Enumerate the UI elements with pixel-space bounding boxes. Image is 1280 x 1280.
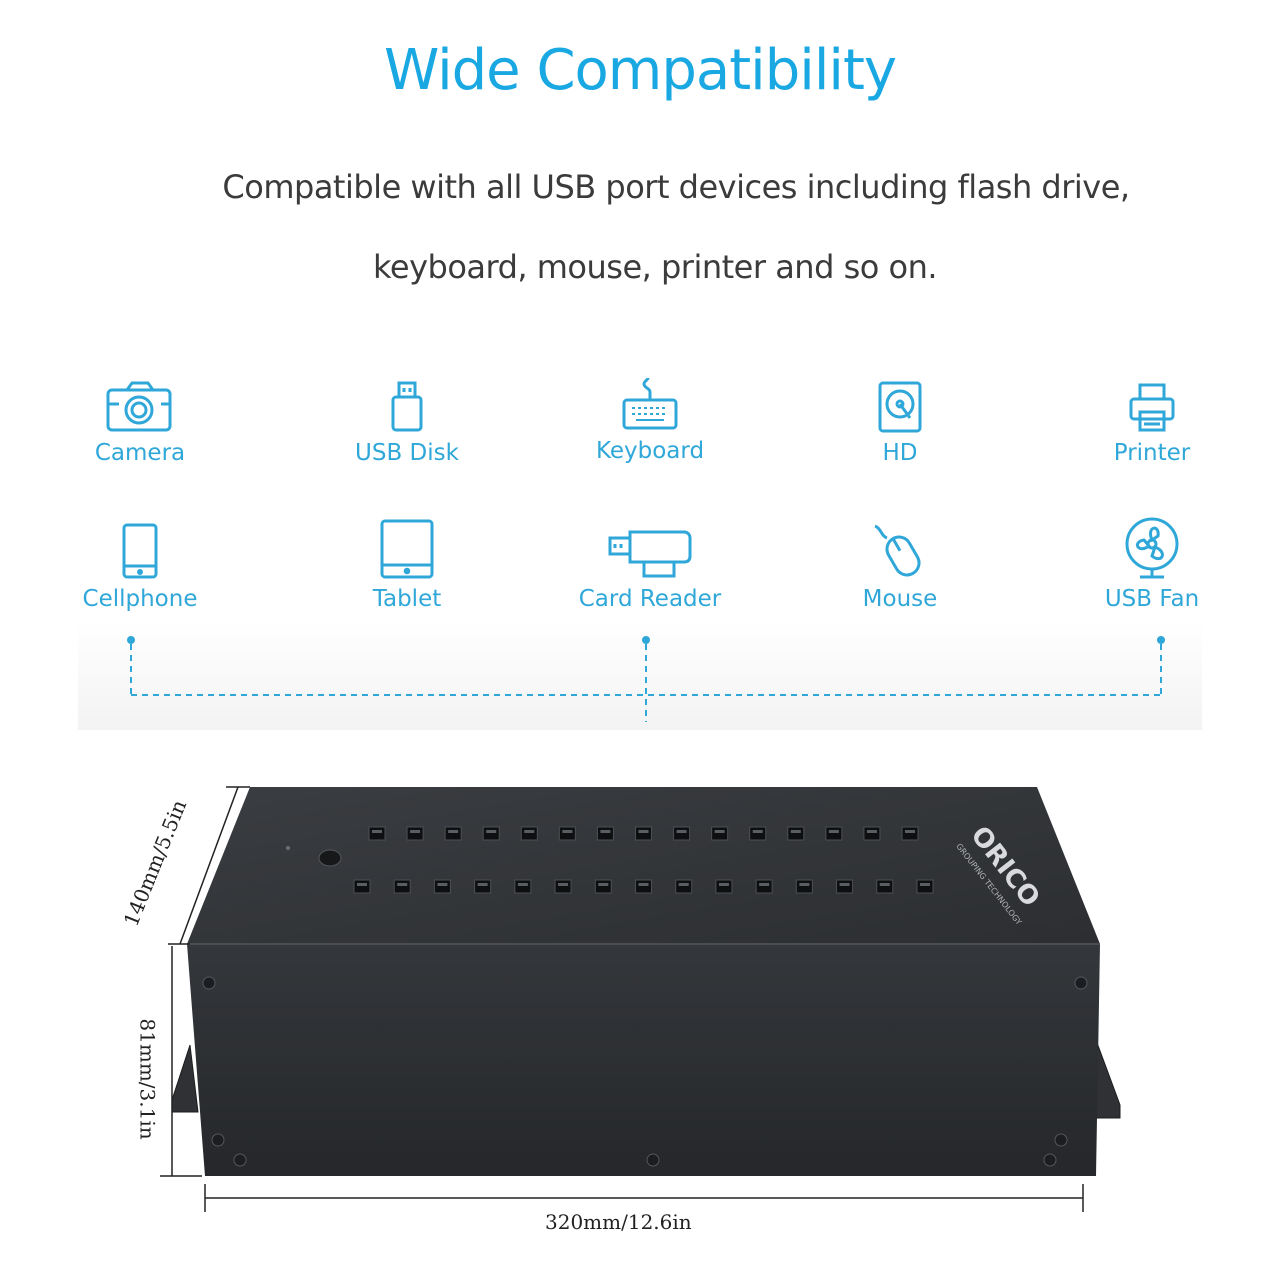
usb-port <box>482 826 500 841</box>
usb-port <box>749 826 767 841</box>
device-label: HD <box>882 440 918 466</box>
hard-drive-icon <box>878 381 922 433</box>
usb-port <box>787 826 805 841</box>
usb-port <box>554 879 572 894</box>
device-usb-fan: USB Fan <box>1052 516 1252 612</box>
usb-port <box>474 879 492 894</box>
usb-port <box>635 879 652 894</box>
device-cellphone: Cellphone <box>40 522 240 612</box>
device-tablet: Tablet <box>307 518 507 612</box>
device-label: Printer <box>1113 440 1191 466</box>
usb-port <box>368 826 386 841</box>
printer-icon <box>1129 383 1175 432</box>
usb-port <box>635 826 652 841</box>
usb-port <box>353 879 371 894</box>
device-usb-disk: USB Disk <box>307 380 507 466</box>
usb-port <box>675 879 693 894</box>
device-mouse: Mouse <box>800 522 1000 612</box>
usb-port <box>596 826 614 841</box>
device-label: USB Disk <box>355 440 459 466</box>
mouse-icon <box>874 524 921 577</box>
usb-port <box>514 879 532 894</box>
device-label: Keyboard <box>595 438 705 464</box>
usb-port <box>836 879 854 894</box>
height-dimension: 81mm/3.1in <box>135 1018 160 1140</box>
connector-background <box>78 620 1202 730</box>
usb-port <box>901 826 919 841</box>
usb-port <box>673 826 691 841</box>
device-label: USB Fan <box>1104 586 1200 612</box>
device-printer: Printer <box>1052 382 1252 466</box>
device-label: Cellphone <box>82 586 198 612</box>
device-label: Mouse <box>862 586 938 612</box>
card-reader-icon <box>608 530 692 578</box>
cellphone-icon <box>122 523 158 579</box>
usb-port <box>863 826 881 841</box>
subtitle-line-1: Compatible with all USB port devices inc… <box>222 168 1130 206</box>
usb-port <box>825 826 843 841</box>
usb-port <box>795 879 813 894</box>
usb-port <box>755 879 773 894</box>
keyboard-icon <box>622 377 678 430</box>
tablet-icon <box>380 519 434 579</box>
device-label: Camera <box>94 440 186 466</box>
usb-port <box>444 826 462 841</box>
usb-port <box>594 879 612 894</box>
camera-icon <box>106 381 172 432</box>
device-card-reader: Card Reader <box>550 526 750 612</box>
usb-disk-icon <box>391 381 423 432</box>
usb-port <box>520 826 538 841</box>
device-label: Card Reader <box>578 586 722 612</box>
usb-port <box>711 826 729 841</box>
subtitle-line-2: keyboard, mouse, printer and so on. <box>372 248 938 286</box>
width-dimension: 320mm/12.6in <box>545 1210 692 1234</box>
device-label: Tablet <box>372 586 442 612</box>
usb-port <box>876 879 894 894</box>
usb-port <box>715 879 733 894</box>
page-title: Wide Compatibility <box>383 38 897 103</box>
device-hd: HD <box>800 380 1000 466</box>
device-camera: Camera <box>40 380 240 466</box>
usb-port <box>393 879 411 894</box>
usb-port <box>433 879 451 894</box>
device-keyboard: Keyboard <box>550 376 750 464</box>
usb-fan-icon <box>1125 517 1179 579</box>
usb-port <box>916 879 934 894</box>
usb-port <box>558 826 576 841</box>
usb-port <box>406 826 424 841</box>
